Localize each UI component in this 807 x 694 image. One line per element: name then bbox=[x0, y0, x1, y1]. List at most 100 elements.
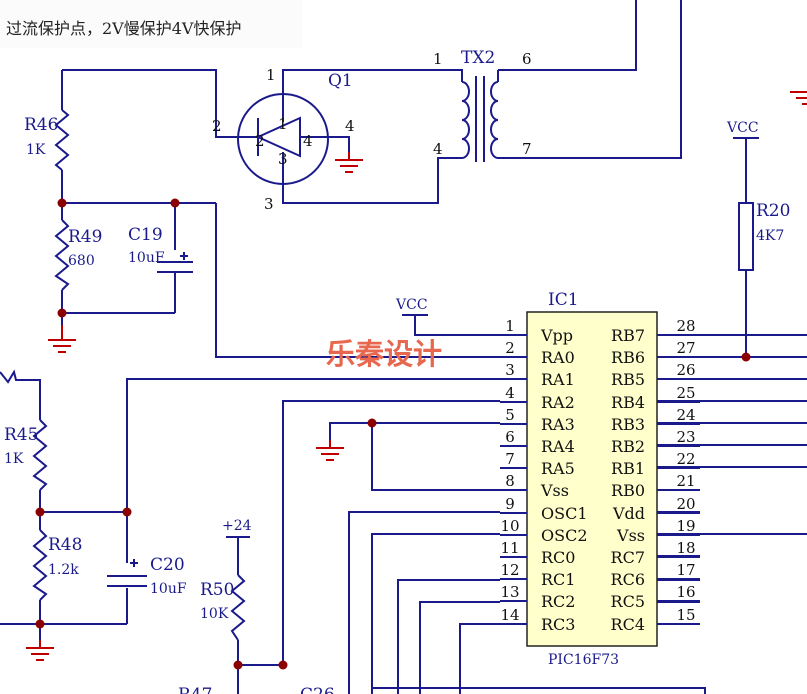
q1-pin-3: 3 bbox=[264, 195, 274, 213]
tx2-pin-4: 4 bbox=[433, 140, 443, 158]
ic1-right-pin-name: RC5 bbox=[611, 592, 645, 611]
ic1-right-pin-number: 25 bbox=[676, 384, 695, 402]
ic1-left-pin-number: 9 bbox=[505, 495, 515, 513]
ic1-right-pin-number: 20 bbox=[676, 495, 695, 513]
ic1-left-pin-name: RA2 bbox=[541, 393, 575, 412]
resistor-r50 bbox=[230, 574, 246, 641]
tx2-pin-1: 1 bbox=[433, 50, 443, 68]
r46-value: 1K bbox=[26, 142, 46, 158]
ic1-ref: IC1 bbox=[548, 290, 579, 310]
ic1-right-pin-name: RB0 bbox=[611, 481, 645, 500]
ic1-right-pin-name: RB5 bbox=[611, 370, 645, 389]
resistor-r20 bbox=[738, 202, 754, 271]
r49-value: 680 bbox=[68, 253, 95, 269]
ic1-right-pin-name: RB2 bbox=[611, 437, 645, 456]
c19-ref: C19 bbox=[128, 225, 163, 245]
ic1-right-pin-number: 28 bbox=[676, 317, 695, 335]
ic1-left-pin-number: 11 bbox=[500, 539, 519, 557]
q1-inner-4: 4 bbox=[303, 132, 313, 150]
ground-symbols bbox=[25, 91, 807, 661]
c19-value: 10uF bbox=[128, 250, 165, 266]
labels: Q1 TX2 R46 1K R49 680 C19 10uF R20 4K7 R… bbox=[4, 48, 790, 694]
ic1-right-pin-number: 16 bbox=[676, 583, 695, 601]
ic1-right-pin-number: 17 bbox=[676, 561, 695, 579]
r45-ref: R45 bbox=[4, 425, 38, 445]
r45-value: 1K bbox=[4, 451, 24, 467]
q1-pin-4: 4 bbox=[345, 117, 355, 135]
ic1-body bbox=[526, 311, 658, 647]
r46-ref: R46 bbox=[24, 115, 58, 135]
ic1-right-pin-name: RB6 bbox=[611, 348, 645, 367]
r20-value: 4K7 bbox=[756, 228, 784, 244]
ic1-left-pin-number: 2 bbox=[505, 339, 515, 357]
ic1-left-pin-name: OSC1 bbox=[541, 504, 588, 523]
ic1-left-pin-name: RC2 bbox=[541, 592, 575, 611]
ic1-right-pin-number: 23 bbox=[676, 428, 695, 446]
ic1-right-pin-number: 24 bbox=[676, 406, 695, 424]
ic1-right-pin-name: RB7 bbox=[611, 326, 645, 345]
ic1-left-pin-name: RC0 bbox=[541, 548, 575, 567]
ic1-left-pin-number: 12 bbox=[500, 561, 519, 579]
ic1-right-pin-number: 18 bbox=[676, 539, 695, 557]
ic1-right-pin-number: 22 bbox=[676, 450, 695, 468]
ic1-right-pin-name: RC7 bbox=[611, 548, 645, 567]
tx2-ref: TX2 bbox=[461, 48, 495, 68]
ic1-right-pin-number: 21 bbox=[676, 472, 695, 490]
note-text: 过流保护点，2V慢保护4V快保护 bbox=[6, 19, 242, 38]
tx2-pin-6: 6 bbox=[522, 50, 532, 68]
ic1-right-pin-number: 19 bbox=[676, 517, 695, 535]
ic1-left-pin-name: RA5 bbox=[541, 459, 575, 478]
r49-ref: R49 bbox=[68, 227, 102, 247]
ic1-right-pin-name: Vss bbox=[616, 526, 645, 545]
ic1-right-pin-number: 27 bbox=[676, 339, 695, 357]
ic1-left-pin-name: OSC2 bbox=[541, 526, 588, 545]
ic1-left-pin-number: 7 bbox=[505, 450, 515, 468]
r50-ref: R50 bbox=[200, 580, 234, 600]
ic1-right-pin-name: RC4 bbox=[611, 615, 645, 634]
ic1-pin-stubs bbox=[500, 334, 700, 625]
ic1-left-pin-number: 13 bbox=[500, 583, 519, 601]
capacitor-c20 bbox=[107, 559, 147, 587]
vcc-label-ic: VCC bbox=[395, 297, 428, 313]
q1-pin-1: 1 bbox=[266, 66, 276, 84]
ic1-left-pin-name: Vss bbox=[540, 481, 569, 500]
ic1-left-pin-number: 4 bbox=[505, 384, 515, 402]
resistor-r49 bbox=[54, 219, 70, 291]
ic1-right-pin-number: 15 bbox=[676, 606, 695, 624]
ic1-left-pin-name: RA4 bbox=[541, 437, 575, 456]
ic1-left-pin-name: RC3 bbox=[541, 615, 575, 634]
r20-ref: R20 bbox=[756, 201, 790, 221]
ic1-left-pin-number: 10 bbox=[500, 517, 519, 535]
ic1-left-pin-number: 1 bbox=[505, 317, 515, 335]
capacitor-c19 bbox=[157, 252, 193, 273]
c20-value: 10uF bbox=[150, 581, 187, 597]
ic1-left-pin-number: 6 bbox=[505, 428, 515, 446]
ic1-right-pin-name: RB3 bbox=[611, 415, 645, 434]
ic1-right-pin-name: RC6 bbox=[611, 570, 645, 589]
q1-inner-1: 1 bbox=[278, 115, 288, 133]
watermark-text: 乐秦设计 bbox=[326, 337, 442, 371]
q1-ref: Q1 bbox=[328, 71, 353, 91]
ic1-right-pin-name: RB4 bbox=[611, 393, 645, 412]
ic1-right-pin-name: RB1 bbox=[611, 459, 645, 478]
ic1-left-pin-name: RC1 bbox=[541, 570, 575, 589]
power-symbols bbox=[226, 137, 759, 538]
r50-value: 10K bbox=[200, 606, 229, 622]
ic1-left-pin-name: Vpp bbox=[540, 326, 573, 345]
tx2-pin-7: 7 bbox=[522, 140, 532, 158]
r48-ref: R48 bbox=[48, 535, 82, 555]
resistor-r46 bbox=[54, 109, 70, 171]
note-box: 过流保护点，2V慢保护4V快保护 bbox=[0, 0, 302, 48]
ic1-part: PIC16F73 bbox=[548, 652, 619, 668]
ic1-left-pin-name: RA1 bbox=[541, 370, 575, 389]
q1-inner-3: 3 bbox=[278, 150, 288, 168]
c20-ref: C20 bbox=[150, 555, 185, 575]
junction-dots bbox=[35, 198, 751, 670]
vcc-label-top: VCC bbox=[726, 120, 759, 136]
q1-pin-2: 2 bbox=[212, 117, 222, 135]
ic1-left-pin-name: RA3 bbox=[541, 415, 575, 434]
tx2-symbol bbox=[461, 70, 499, 162]
resistor-r45 bbox=[32, 419, 48, 491]
